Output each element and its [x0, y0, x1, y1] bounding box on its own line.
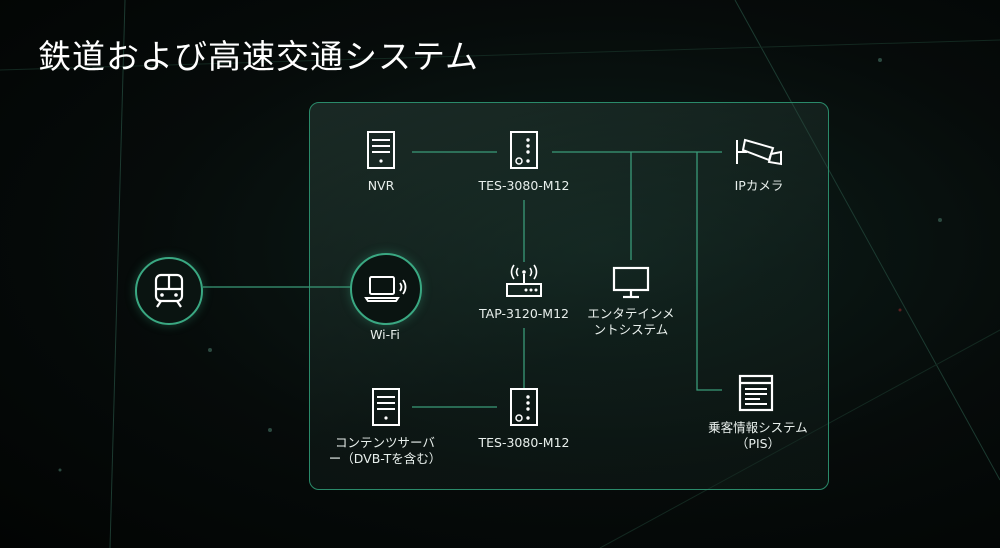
page-title: 鉄道および高速交通システム — [38, 37, 480, 76]
router-icon — [504, 264, 544, 300]
content-server-label-line2: ー（DVB-Tを含む） — [328, 451, 442, 466]
entertainment-label-line2: ントシステム — [593, 322, 669, 337]
train-icon — [152, 273, 186, 309]
switch-bottom-label: TES-3080-M12 — [478, 435, 570, 450]
switch-bottom-icon — [509, 387, 539, 427]
switch-top-icon — [509, 130, 539, 170]
train-node — [135, 257, 203, 325]
pis-label-line1: 乗客情報システム — [708, 420, 808, 435]
switch-top-label: TES-3080-M12 — [478, 178, 570, 193]
nvr-server-icon — [366, 130, 396, 170]
content-server-label-line1: コンテンツサーバ — [335, 435, 435, 450]
entertainment-label-line1: エンタテインメ — [587, 306, 675, 321]
laptop-wifi-icon — [364, 274, 408, 304]
ip-camera-label: IPカメラ — [734, 178, 784, 193]
pis-label-line2: （PIS） — [735, 436, 781, 451]
monitor-icon — [612, 266, 650, 300]
document-icon — [738, 374, 774, 412]
cctv-camera-icon — [733, 134, 785, 170]
nvr-label: NVR — [367, 178, 395, 193]
content-server-icon — [371, 387, 401, 427]
wifi-client-node — [350, 253, 422, 325]
access-point-label: TAP-3120-M12 — [478, 306, 569, 321]
wifi-label: Wi-Fi — [370, 327, 400, 342]
